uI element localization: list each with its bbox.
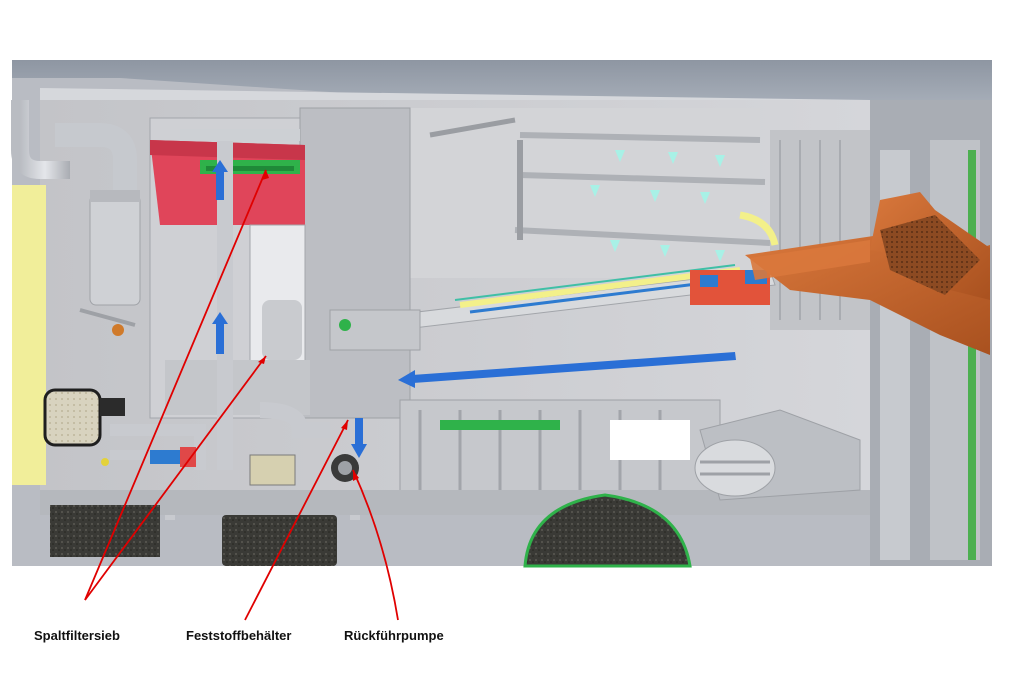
- lower-frame: [40, 399, 870, 515]
- callout-rueckfuehrpumpe: Rückführpumpe: [344, 628, 444, 643]
- flow-arrow-icon: [351, 418, 367, 458]
- flow-arrow-icon: [212, 312, 228, 354]
- discharge-chute: [745, 192, 990, 355]
- valve-fittings: [43, 308, 136, 466]
- leader-line: [258, 356, 266, 364]
- callout-spaltfiltersieb: Spaltfiltersieb: [34, 628, 120, 643]
- flow-arrow-icon: [212, 160, 228, 200]
- leader-line: [341, 420, 348, 430]
- foam-blocks: [50, 493, 692, 568]
- callout-feststoffbehaelter: Feststoffbehälter: [186, 628, 292, 643]
- leader-line: [353, 470, 359, 481]
- flow-arrow-icon: [398, 352, 736, 388]
- leader-line: [244, 419, 349, 621]
- leader-line: [84, 355, 267, 601]
- leader-line: [84, 169, 267, 601]
- conveyor-belt: [329, 211, 779, 351]
- filter-tank-assembly: [149, 107, 411, 419]
- return-pump: [331, 454, 359, 482]
- flow-arrows: [212, 160, 736, 458]
- leader-line: [262, 170, 269, 180]
- spray-bars: [429, 117, 771, 262]
- leader-line: [352, 469, 399, 621]
- leader-lines: [84, 169, 399, 621]
